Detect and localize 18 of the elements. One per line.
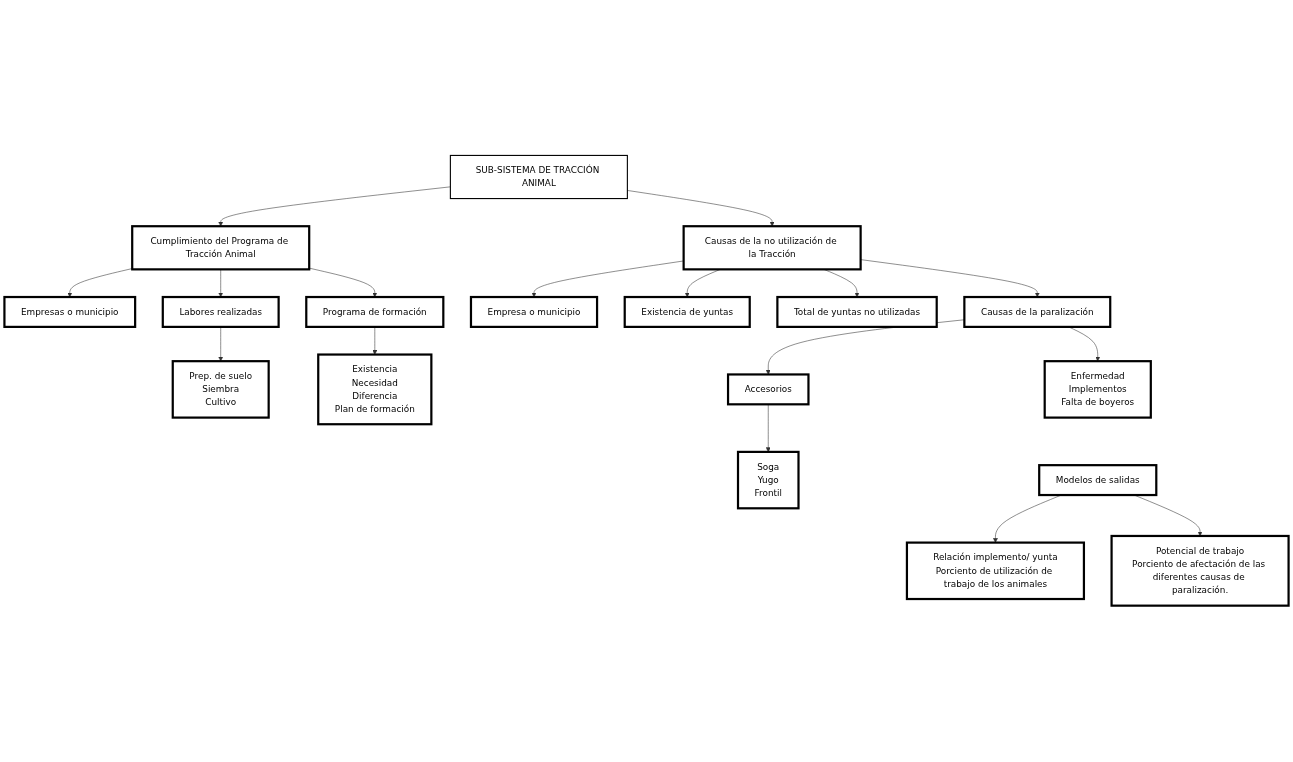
- node-box: Prep. de suelo Siembra Cultivo: [171, 360, 270, 420]
- node-box: Existencia Necesidad Diferencia Plan de formación: [317, 353, 433, 426]
- node-box: Programa de formación: [305, 296, 445, 329]
- node-box: Modelos de salidas: [1038, 464, 1158, 497]
- node-box: Potencial de trabajo Porciento de afectación de las diferentes causas de paralización.: [1110, 535, 1290, 608]
- node-box: Total de yuntas no utilizadas: [776, 296, 938, 329]
- node-box: Enfermedad Implementos Falta de boyeros: [1043, 360, 1152, 420]
- node-box: Causas de la no utilización de la Tracción: [682, 225, 862, 271]
- node-box: Labores realizadas: [161, 296, 280, 329]
- node-box: Relación implemento/ yunta Porciento de utilización de trabajo de los animales: [905, 541, 1086, 601]
- node-box: Soga Yugo Frontil: [736, 451, 800, 510]
- node-box: Empresa o municipio: [469, 296, 599, 329]
- node-box: Causas de la paralización: [963, 296, 1112, 329]
- node-box: Existencia de yuntas: [623, 296, 751, 329]
- node-box: Accesorios: [726, 373, 810, 406]
- node-box: Cumplimiento del Programa de Tracción Animal: [131, 225, 311, 271]
- node-box: SUB-SISTEMA DE TRACCIÓN ANIMAL: [449, 155, 628, 200]
- node-box: Empresas o municipio: [3, 296, 137, 329]
